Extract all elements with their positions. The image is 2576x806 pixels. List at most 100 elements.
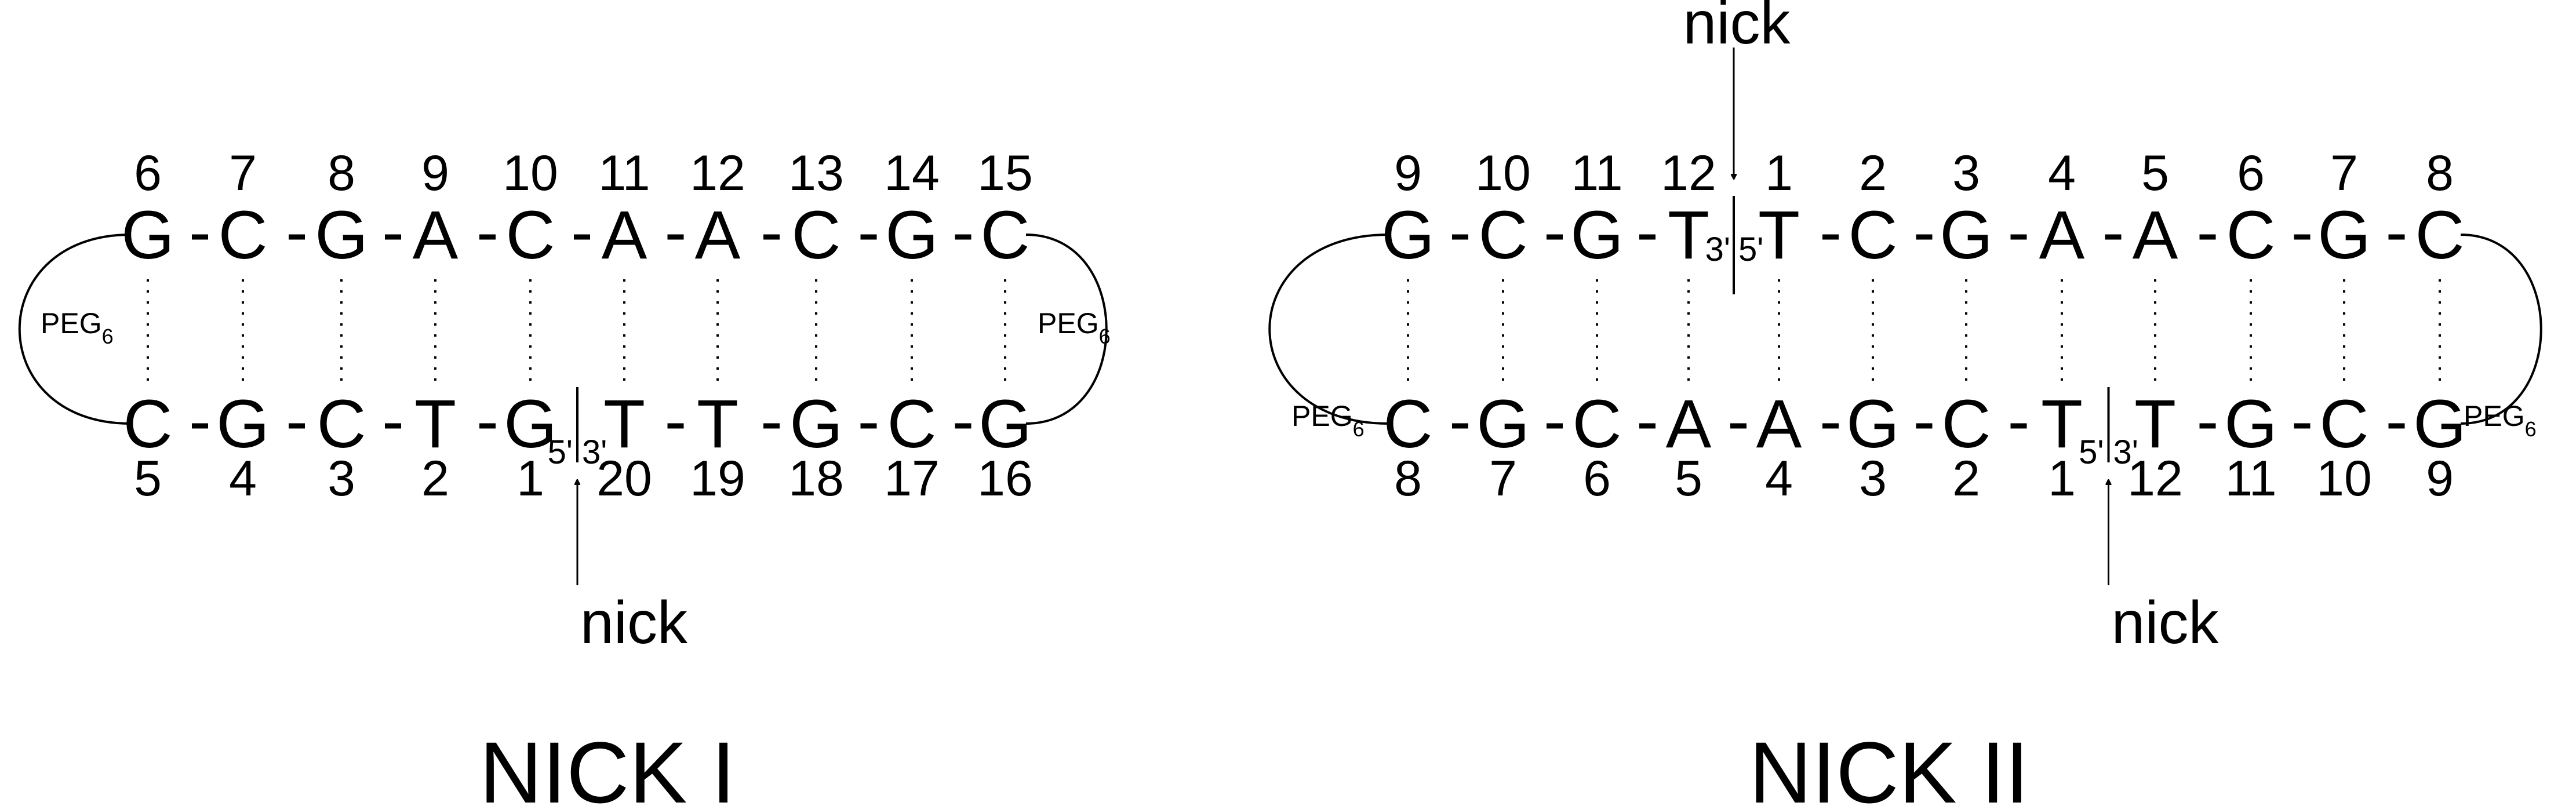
three-prime-end-label: 3' [2113, 433, 2138, 471]
nick-label: nick [1683, 0, 1791, 57]
peg6-linker-right [1025, 234, 1108, 425]
top-strand-number: 2 [1859, 145, 1887, 201]
top-strand-base: C [505, 197, 555, 273]
top-strand-number: 11 [1571, 145, 1622, 201]
top-strand-number: 5 [2141, 145, 2169, 201]
top-strand-number: 8 [328, 145, 355, 201]
peg6-label-left: PEG6 [1291, 400, 1365, 441]
top-strand-base: G [2317, 197, 2371, 273]
bottom-strand-base: C [123, 386, 172, 462]
top-strand-number: 13 [788, 145, 844, 201]
bottom-strand-number: 1 [2048, 451, 2076, 506]
top-strand-base: A [413, 197, 459, 273]
bottom-strand-base: T [2041, 386, 2083, 462]
bottom-strand-number: 6 [1583, 451, 1611, 506]
peg6-label-right: PEG6 [1038, 307, 1111, 348]
bottom-strand-base: G [504, 386, 557, 462]
bottom-strand-base: C [316, 386, 366, 462]
top-strand-number: 7 [2330, 145, 2358, 201]
top-strand-base: C [1848, 197, 1897, 273]
bottom-strand-base: T [697, 386, 738, 462]
bottom-strand-base: G [978, 386, 1032, 462]
bottom-strand-base: A [1666, 386, 1712, 462]
top-strand-number: 12 [1661, 145, 1716, 201]
peg6-linker-left [18, 234, 131, 425]
nick-label: nick [2112, 589, 2220, 657]
bottom-strand-number: 4 [229, 451, 257, 506]
bottom-strand-number: 3 [1859, 451, 1887, 506]
panel-nick-i: G6C7G8A9C10A11A12C13G14C15C5G4C3T2G1T20T… [18, 145, 1111, 806]
panel-nick-ii: G9C10G11T12T1C2G3A4A5C6G7C8C8G7C6A5A4G3C… [1268, 0, 2542, 806]
top-strand-number: 8 [2426, 145, 2454, 201]
top-strand-number: 10 [1475, 145, 1531, 201]
bottom-strand-base: C [887, 386, 936, 462]
bottom-strand-number: 5 [1675, 451, 1702, 506]
bottom-strand-number: 9 [2426, 451, 2454, 506]
bottom-strand-base: C [1572, 386, 1621, 462]
top-strand-base: A [2039, 197, 2085, 273]
top-strand-base: A [695, 197, 741, 273]
bottom-strand-base: T [603, 386, 645, 462]
top-strand-number: 9 [421, 145, 449, 201]
top-strand-base: A [2133, 197, 2178, 273]
bottom-strand-base: G [1476, 386, 1530, 462]
top-strand-number: 15 [977, 145, 1033, 201]
top-strand-number: 6 [2237, 145, 2265, 201]
bottom-strand-number: 5 [134, 451, 162, 506]
bottom-strand-base: G [216, 386, 270, 462]
bottom-strand-number: 10 [2316, 451, 2372, 506]
top-strand-base: G [1940, 197, 1993, 273]
top-strand-base: C [2226, 197, 2275, 273]
bottom-strand-number: 1 [516, 451, 544, 506]
panel-title: NICK I [479, 724, 736, 806]
top-strand-number: 10 [503, 145, 558, 201]
five-prime-end-label: 5' [548, 433, 573, 471]
bottom-strand-number: 19 [690, 451, 745, 506]
bottom-strand-base: T [414, 386, 456, 462]
top-strand-base: C [218, 197, 267, 273]
top-strand-number: 14 [884, 145, 940, 201]
bottom-strand-number: 16 [977, 451, 1033, 506]
top-strand-number: 7 [229, 145, 257, 201]
bottom-strand-base: A [1756, 386, 1802, 462]
bottom-strand-number: 2 [421, 451, 449, 506]
top-strand-base: A [602, 197, 647, 273]
peg6-label-right: PEG6 [2464, 400, 2537, 441]
top-strand-base: C [2415, 197, 2464, 273]
bottom-strand-number: 17 [884, 451, 940, 506]
peg6-linker-left [1268, 234, 1389, 425]
top-strand-base: C [791, 197, 841, 273]
bottom-strand-number: 11 [2225, 451, 2276, 506]
five-prime-end-label: 5' [2079, 433, 2104, 471]
top-strand-base: C [980, 197, 1029, 273]
top-strand-base: C [1478, 197, 1527, 273]
top-strand-base: G [1381, 197, 1435, 273]
panel-title: NICK II [1749, 724, 2029, 806]
bottom-strand-base: C [1941, 386, 1991, 462]
bottom-strand-base: G [2224, 386, 2277, 462]
top-strand-number: 11 [598, 145, 650, 201]
top-strand-number: 9 [1394, 145, 1422, 201]
bottom-strand-number: 20 [596, 451, 652, 506]
bottom-strand-number: 18 [788, 451, 844, 506]
top-strand-number: 12 [690, 145, 745, 201]
peg6-linker-right [2460, 234, 2542, 425]
bottom-strand-number: 4 [1765, 451, 1793, 506]
bottom-strand-base: C [2319, 386, 2368, 462]
top-strand-number: 6 [134, 145, 162, 201]
top-strand-base: G [315, 197, 368, 273]
three-prime-end-label: 3' [582, 433, 607, 471]
bottom-strand-number: 8 [1394, 451, 1422, 506]
five-prime-end-label: 5' [1738, 231, 1763, 268]
three-prime-end-label: 3' [1705, 231, 1730, 268]
bottom-strand-base: T [2134, 386, 2176, 462]
top-strand-base: T [1758, 197, 1800, 273]
bottom-strand-base: C [1383, 386, 1432, 462]
top-strand-number: 1 [1765, 145, 1793, 201]
top-strand-base: T [1668, 197, 1709, 273]
top-strand-base: G [885, 197, 938, 273]
top-strand-base: G [1570, 197, 1624, 273]
bottom-strand-base: G [1846, 386, 1900, 462]
bottom-strand-number: 2 [1952, 451, 1980, 506]
